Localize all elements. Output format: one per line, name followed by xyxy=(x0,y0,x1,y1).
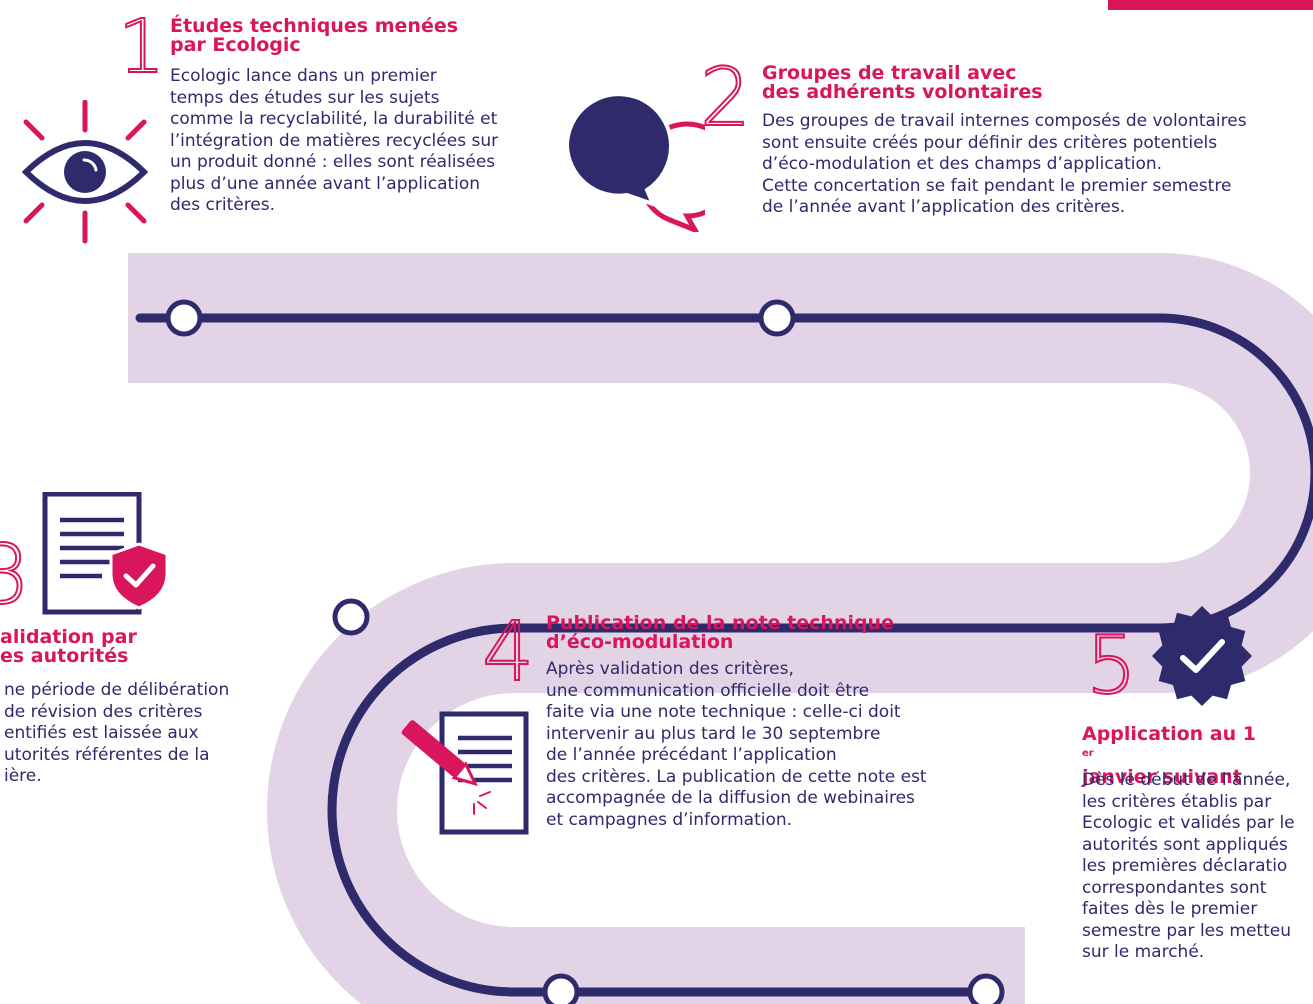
step-2-number: 2 xyxy=(699,51,752,144)
step-4-text: Après validation des critères, une commu… xyxy=(546,659,927,830)
step-5-text: Dès le début de l’année, les critères ét… xyxy=(1082,770,1295,962)
milestone-4-dot xyxy=(542,973,580,1004)
verified-badge-icon xyxy=(1152,606,1252,706)
milestone-5-dot xyxy=(967,973,1005,1004)
step-3-number: 3 xyxy=(0,528,31,623)
step-4-number: 4 xyxy=(481,605,535,700)
milestone-3-dot xyxy=(332,598,370,636)
document-pen-icon xyxy=(401,711,529,835)
step-1-number: 1 xyxy=(117,4,166,90)
step-3-title: alidation par es autorités xyxy=(0,626,137,667)
step-2-title: Groupes de travail avec des adhérents vo… xyxy=(762,62,1043,103)
step-5-number: 5 xyxy=(1085,619,1138,712)
step-1-text: Ecologic lance dans un premier temps des… xyxy=(170,66,499,215)
step-3-text: ne période de délibération de révision d… xyxy=(4,680,230,786)
step-2-text: Des groupes de travail internes composés… xyxy=(762,111,1247,217)
chat-bubbles-icon xyxy=(565,92,705,232)
step-1-title: Études techniques menées par Ecologic xyxy=(170,15,459,56)
step-4-title: Publication de la note technique d’éco-m… xyxy=(546,612,894,653)
top-accent-bar xyxy=(1108,0,1313,10)
milestone-2-dot xyxy=(758,299,796,337)
road-line xyxy=(135,313,1313,997)
document-shield-check-icon xyxy=(42,492,169,615)
eye-icon xyxy=(21,100,149,244)
milestone-1-dot xyxy=(165,299,203,337)
